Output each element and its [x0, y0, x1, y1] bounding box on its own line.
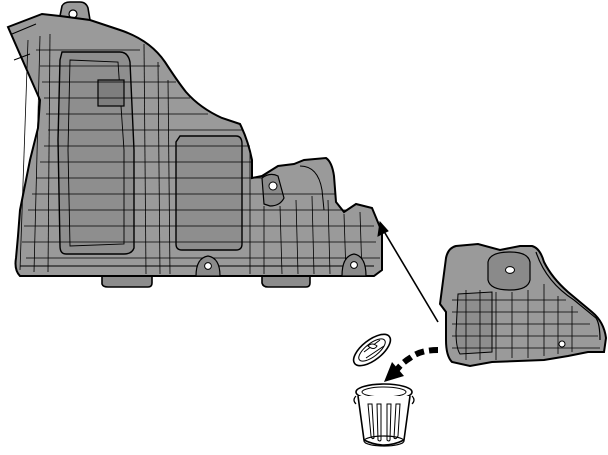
trash-bin-icon [349, 329, 414, 446]
thin-arrow-icon [378, 222, 438, 322]
curved-dashed-arrow-icon [384, 350, 438, 382]
small-panel-recess [456, 292, 492, 354]
mount-tab-right [262, 276, 310, 287]
small-panel-clip-hole [559, 341, 565, 347]
mount-tab-left [102, 276, 152, 287]
trash-bin-lid-icon [349, 329, 396, 372]
large-undercover-panel [8, 2, 382, 287]
small-undercover-panel [440, 244, 606, 366]
small-panel-hole [506, 267, 515, 274]
left-recess-window [98, 80, 124, 106]
right-notch-hole [269, 182, 277, 190]
trash-bin-body [358, 396, 410, 445]
center-recess [176, 136, 242, 250]
